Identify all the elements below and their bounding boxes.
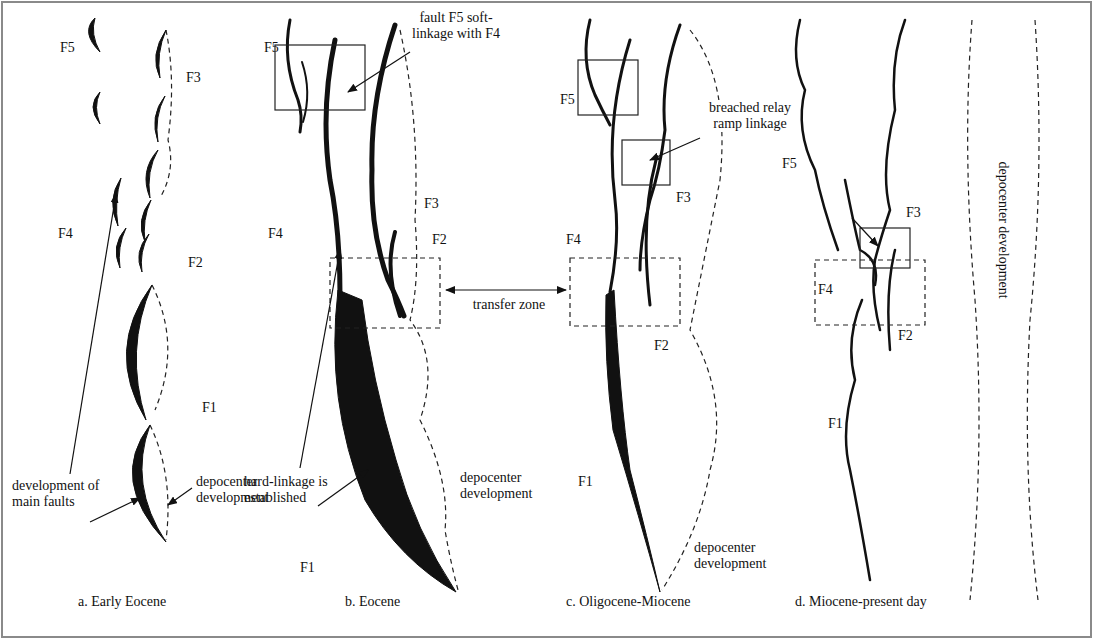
annotation: transfer zone xyxy=(454,297,564,313)
fault-label: F2 xyxy=(188,255,203,271)
annotation: depocenter development xyxy=(460,470,545,502)
fault-label: F2 xyxy=(898,328,913,344)
annotation: fault F5 soft-linkage with F4 xyxy=(406,10,506,42)
fault-label: F4 xyxy=(268,226,283,242)
fault-label: F4 xyxy=(58,226,73,242)
fault-label: F1 xyxy=(202,400,217,416)
panel-caption: d. Miocene-present day xyxy=(795,594,927,610)
fault-label: F1 xyxy=(578,474,593,490)
annotation: hard-linkage is established xyxy=(244,474,340,506)
fault-label: F3 xyxy=(906,205,921,221)
panel-caption: b. Eocene xyxy=(345,594,400,610)
annotation: depocenter development xyxy=(994,159,1012,300)
annotation: development of main faults xyxy=(12,478,112,510)
annotation: depocenter development xyxy=(694,540,779,572)
fault-label: F4 xyxy=(566,232,581,248)
fault-label: F5 xyxy=(60,40,75,56)
panel-caption: a. Early Eocene xyxy=(78,594,166,610)
fault-label: F2 xyxy=(432,232,447,248)
fault-label: F1 xyxy=(300,560,315,576)
panel-caption: c. Oligocene-Miocene xyxy=(566,594,690,610)
fault-label: F5 xyxy=(264,40,279,56)
fault-label: F2 xyxy=(654,338,669,354)
fault-label: F5 xyxy=(560,92,575,108)
annotation: breached relay ramp linkage xyxy=(700,100,800,132)
fault-label: F3 xyxy=(676,190,691,206)
fault-label: F5 xyxy=(782,156,797,172)
fault-label: F3 xyxy=(424,196,439,212)
fault-label: F1 xyxy=(828,416,843,432)
fault-label: F3 xyxy=(186,70,201,86)
fault-label: F4 xyxy=(818,282,833,298)
